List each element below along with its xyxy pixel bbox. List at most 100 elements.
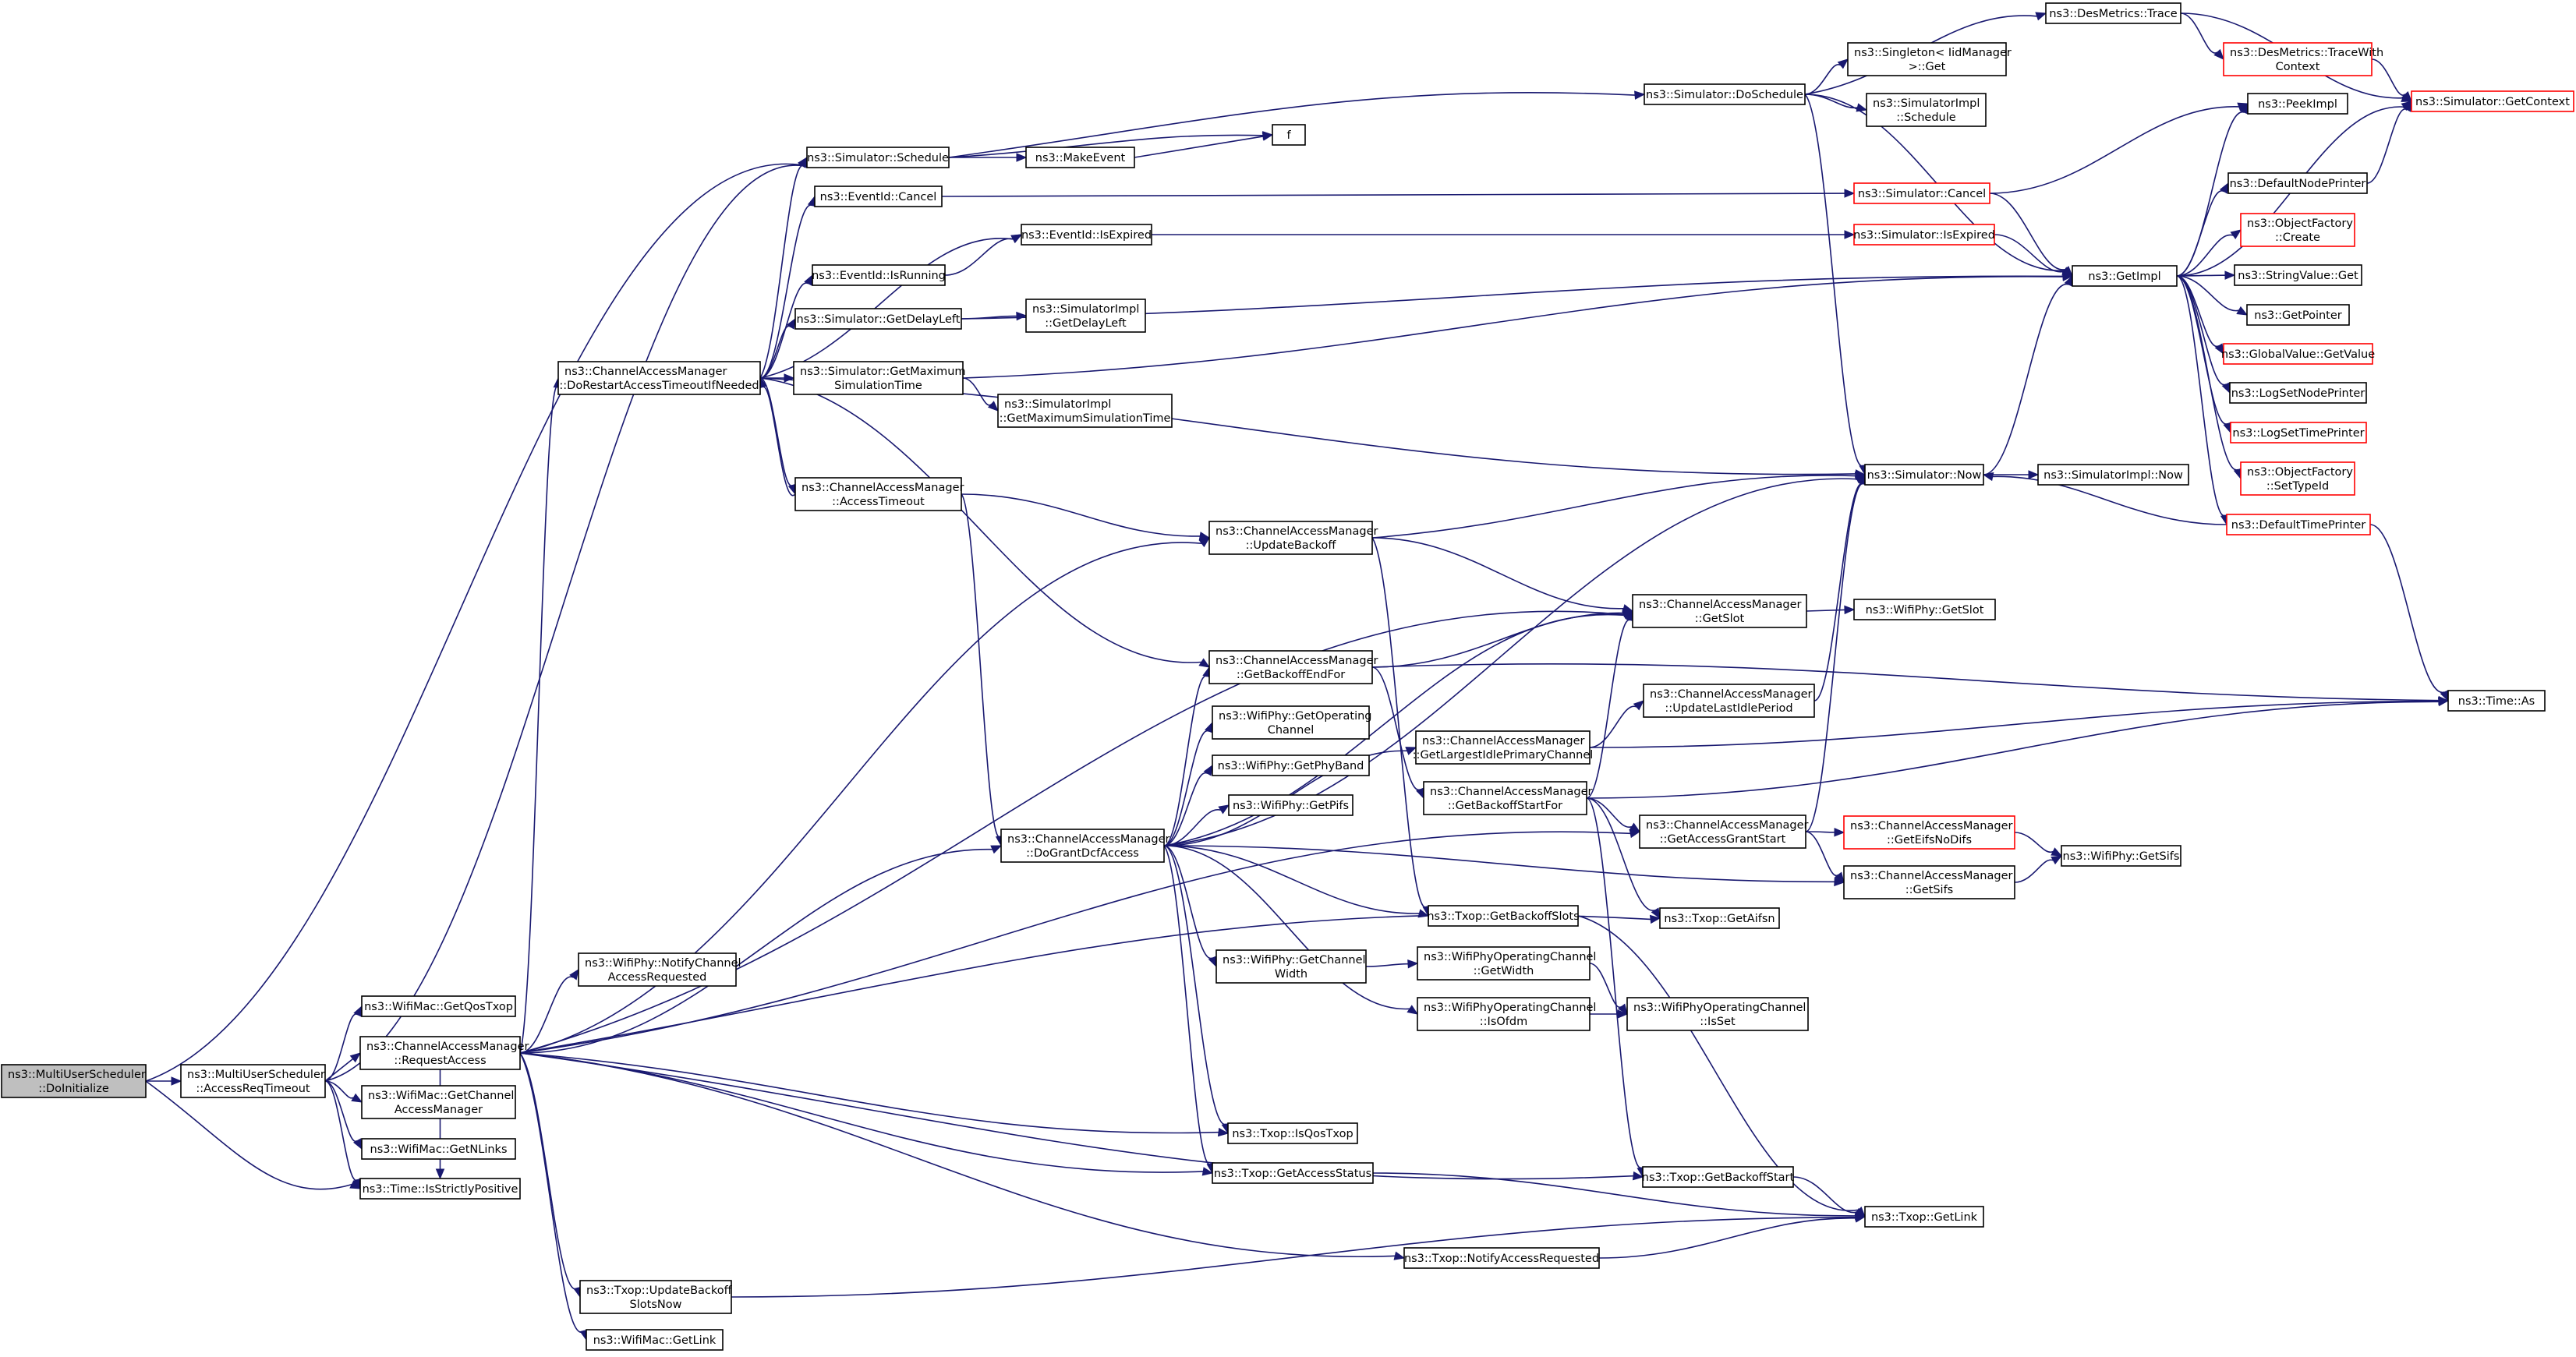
call-edge-accesstimeout-to-dorestart — [759, 376, 796, 497]
arrowhead — [987, 401, 999, 412]
node-label-line: ns3::ChannelAccessManager — [1215, 655, 1378, 667]
node-box — [2240, 213, 2355, 247]
function-node-getaccessgrant[interactable]: ns3::ChannelAccessManager::GetAccessGran… — [1639, 815, 1809, 849]
function-node-simimplnow[interactable]: ns3::SimulatorImpl::Now — [2037, 464, 2189, 486]
function-node-gettxopaifsn[interactable]: ns3::Txop::GetAifsn — [1659, 907, 1780, 929]
function-node-deftimeprinter[interactable]: ns3::DefaultTimePrinter — [2226, 514, 2371, 535]
function-node-getmaxsim[interactable]: ns3::Simulator::GetMaximumSimulationTime — [793, 361, 966, 395]
arrowhead — [1218, 804, 1230, 815]
function-node-objfactcreate[interactable]: ns3::ObjectFactory::Create — [2240, 213, 2355, 247]
function-node-isset[interactable]: ns3::WifiPhyOperatingChannel::IsSet — [1626, 997, 1809, 1031]
function-node-singleton[interactable]: ns3::Singleton< IidManager>::Get — [1847, 42, 2012, 76]
node-box — [2230, 422, 2367, 443]
function-node-f[interactable]: f — [1272, 124, 1306, 146]
function-node-accreq[interactable]: ns3::MultiUserScheduler::AccessReqTimeou… — [180, 1064, 326, 1098]
function-node-makeevent[interactable]: ns3::MakeEvent — [1025, 147, 1135, 168]
function-node-doschedule[interactable]: ns3::Simulator::DoSchedule — [1644, 83, 1806, 105]
function-node-txopbackoffstart[interactable]: ns3::Txop::GetBackoffStart — [1642, 1166, 1795, 1188]
arrowhead — [1649, 914, 1661, 924]
function-node-getbackoffslots[interactable]: ns3::Txop::GetBackoffSlots — [1427, 905, 1580, 927]
function-node-camgetsifs[interactable]: ns3::ChannelAccessManager::GetSifs — [1843, 865, 2015, 899]
function-node-isofdm[interactable]: ns3::WifiPhyOperatingChannel::IsOfdm — [1417, 997, 1596, 1031]
function-node-simimplmax[interactable]: ns3::SimulatorImpl::GetMaximumSimulation… — [997, 394, 1173, 428]
function-node-getbackoffend[interactable]: ns3::ChannelAccessManager::GetBackoffEnd… — [1208, 650, 1378, 684]
node-box — [1853, 224, 1995, 246]
arrowhead — [1407, 959, 1419, 969]
function-node-logsetnode[interactable]: ns3::LogSetNodePrinter — [2229, 382, 2367, 404]
function-node-updatebackoff[interactable]: ns3::ChannelAccessManager::UpdateBackoff — [1208, 521, 1378, 555]
arrowhead — [786, 317, 796, 330]
function-node-simimpldelay[interactable]: ns3::SimulatorImpl::GetDelayLeft — [1025, 299, 1146, 333]
function-node-updatelastidle[interactable]: ns3::ChannelAccessManager::UpdateLastIdl… — [1643, 684, 1815, 718]
arrowhead — [1016, 153, 1028, 162]
node-label-line: ns3::WifiMac::GetNLinks — [370, 1143, 508, 1156]
function-node-simnow[interactable]: ns3::Simulator::Now — [1864, 464, 1984, 486]
function-node-getslot[interactable]: ns3::ChannelAccessManager::GetSlot — [1632, 594, 1807, 628]
function-node-isqostxop[interactable]: ns3::Txop::IsQosTxop — [1227, 1122, 1358, 1144]
function-node-getlargestidle[interactable]: ns3::ChannelAccessManager::GetLargestIdl… — [1413, 730, 1594, 765]
function-node-simgetcontext[interactable]: ns3::Simulator::GetContext — [2411, 90, 2574, 112]
function-node-simcancel[interactable]: ns3::Simulator::Cancel — [1853, 182, 1990, 204]
arrowhead — [1201, 1167, 1214, 1176]
node-box — [1025, 299, 1146, 333]
node-label-line: ns3::WifiPhyOperatingChannel — [1633, 1002, 1806, 1014]
function-node-getdelayleft[interactable]: ns3::Simulator::GetDelayLeft — [794, 308, 962, 330]
function-node-requestaccess[interactable]: ns3::ChannelAccessManager::RequestAccess — [359, 1036, 529, 1070]
function-node-dogrant[interactable]: ns3::ChannelAccessManager::DoGrantDcfAcc… — [1000, 829, 1170, 863]
function-node-desmetrics[interactable]: ns3::DesMetrics::Trace — [2045, 2, 2181, 24]
function-node-strvalget[interactable]: ns3::StringValue::Get — [2234, 264, 2362, 286]
function-node-getbackoffstart[interactable]: ns3::ChannelAccessManager::GetBackoffSta… — [1423, 781, 1593, 815]
node-label-line: ::GetBackoffEndFor — [1237, 669, 1345, 681]
function-node-globalvalue[interactable]: ns3::GlobalValue::GetValue — [2221, 343, 2375, 365]
function-node-txopgetlink[interactable]: ns3::Txop::GetLink — [1864, 1206, 1984, 1228]
function-node-phygetsifs[interactable]: ns3::WifiPhy::GetSifs — [2061, 845, 2181, 867]
function-node-defnodeprinter[interactable]: ns3::DefaultNodePrinter — [2227, 172, 2368, 194]
node-box — [1025, 147, 1135, 168]
function-node-dorestart[interactable]: ns3::ChannelAccessManager::DoRestartAcce… — [557, 361, 761, 395]
function-node-geteifsnodifs[interactable]: ns3::ChannelAccessManager::GetEifsNoDifs — [1843, 815, 2015, 850]
node-box — [1843, 865, 2015, 899]
function-node-cancel[interactable]: ns3::EventId::Cancel — [814, 186, 943, 207]
function-node-isexpired[interactable]: ns3::EventId::IsExpired — [1021, 224, 1152, 246]
function-node-getqostxop[interactable]: ns3::WifiMac::GetQosTxop — [361, 995, 516, 1017]
function-node-accesstimeout[interactable]: ns3::ChannelAccessManager::AccessTimeout — [794, 477, 964, 511]
call-edge-doinit-to-schedule — [145, 156, 808, 1082]
function-node-getlinkmac[interactable]: ns3::WifiMac::GetLink — [586, 1329, 724, 1351]
function-node-doinit[interactable]: ns3::MultiUserScheduler::DoInitialize — [1, 1064, 147, 1098]
function-node-getpifs[interactable]: ns3::WifiPhy::GetPifs — [1228, 794, 1353, 816]
function-node-isstrictlypos[interactable]: ns3::Time::IsStrictlyPositive — [359, 1178, 521, 1200]
function-node-peekimpl[interactable]: ns3::PeekImpl — [2247, 93, 2348, 115]
function-node-objfactsettype[interactable]: ns3::ObjectFactory::SetTypeId — [2240, 461, 2355, 496]
function-node-simimplsched[interactable]: ns3::SimulatorImpl::Schedule — [1866, 93, 1987, 127]
function-node-schedule[interactable]: ns3::Simulator::Schedule — [806, 147, 950, 168]
function-node-getnlinks[interactable]: ns3::WifiMac::GetNLinks — [361, 1138, 516, 1160]
function-node-notifychan[interactable]: ns3::WifiPhy::NotifyChannelAccessRequest… — [578, 952, 741, 987]
function-node-getpointer[interactable]: ns3::GetPointer — [2246, 304, 2350, 326]
arrowhead — [171, 1076, 182, 1086]
arrowhead — [2214, 343, 2224, 355]
function-node-getaccessstatus[interactable]: ns3::Txop::GetAccessStatus — [1212, 1162, 1374, 1184]
function-node-timeas[interactable]: ns3::Time::As — [2447, 690, 2546, 712]
node-label-line: Channel — [1268, 724, 1315, 737]
node-label-line: ::GetWidth — [1474, 965, 1534, 977]
node-box — [2223, 42, 2373, 76]
call-edge-getimpl-to-getpointer — [2176, 275, 2249, 316]
function-node-isrunning[interactable]: ns3::EventId::IsRunning — [812, 264, 946, 286]
function-node-getphyband[interactable]: ns3::WifiPhy::GetPhyBand — [1212, 754, 1370, 776]
node-label-line: ns3::WifiPhy::GetSlot — [1866, 604, 1984, 617]
function-node-getimpl[interactable]: ns3::GetImpl — [2072, 265, 2178, 287]
function-node-phygetslot[interactable]: ns3::WifiPhy::GetSlot — [1853, 599, 1996, 620]
function-node-simisexpired[interactable]: ns3::Simulator::IsExpired — [1853, 224, 1995, 246]
node-box — [1208, 521, 1373, 555]
function-node-opgetwidth[interactable]: ns3::WifiPhyOperatingChannel::GetWidth — [1417, 946, 1596, 981]
arrowhead — [1834, 827, 1845, 837]
function-node-notifyaccreq[interactable]: ns3::Txop::NotifyAccessRequested — [1403, 1247, 1600, 1269]
arrowhead — [2035, 12, 2047, 21]
node-label-line: ns3::Txop::GetBackoffStart — [1642, 1171, 1795, 1184]
function-node-logsettime[interactable]: ns3::LogSetTimePrinter — [2230, 422, 2367, 443]
